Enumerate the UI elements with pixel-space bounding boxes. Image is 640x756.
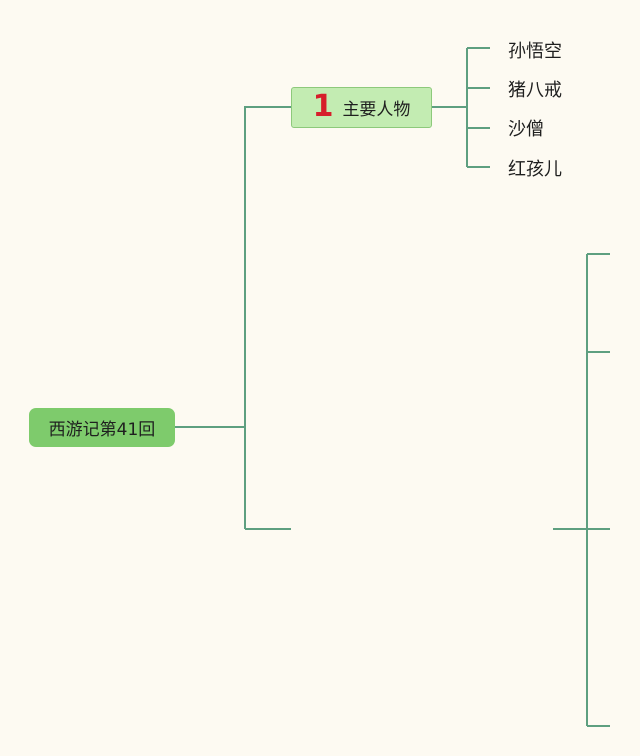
number-badge-icon: 1 <box>312 88 334 124</box>
leaf-node[interactable]: 红孩儿 <box>508 155 562 181</box>
root-label: 西游记第41回 <box>48 420 156 440</box>
topic-label: 主要人物 <box>342 100 411 120</box>
leaf-node[interactable]: 沙僧 <box>508 115 544 141</box>
leaf-label: 红孩儿 <box>508 159 562 180</box>
leaf-label: 孙悟空 <box>508 41 562 62</box>
leaf-node[interactable]: 猪八戒 <box>508 76 562 102</box>
root-node[interactable]: 西游记第41回 <box>29 408 175 447</box>
leaf-node[interactable]: 孙悟空 <box>508 37 562 63</box>
topic-node-main-characters[interactable]: 1 主要人物 <box>291 87 432 128</box>
leaf-label: 猪八戒 <box>508 80 562 101</box>
leaf-label: 沙僧 <box>508 119 544 140</box>
